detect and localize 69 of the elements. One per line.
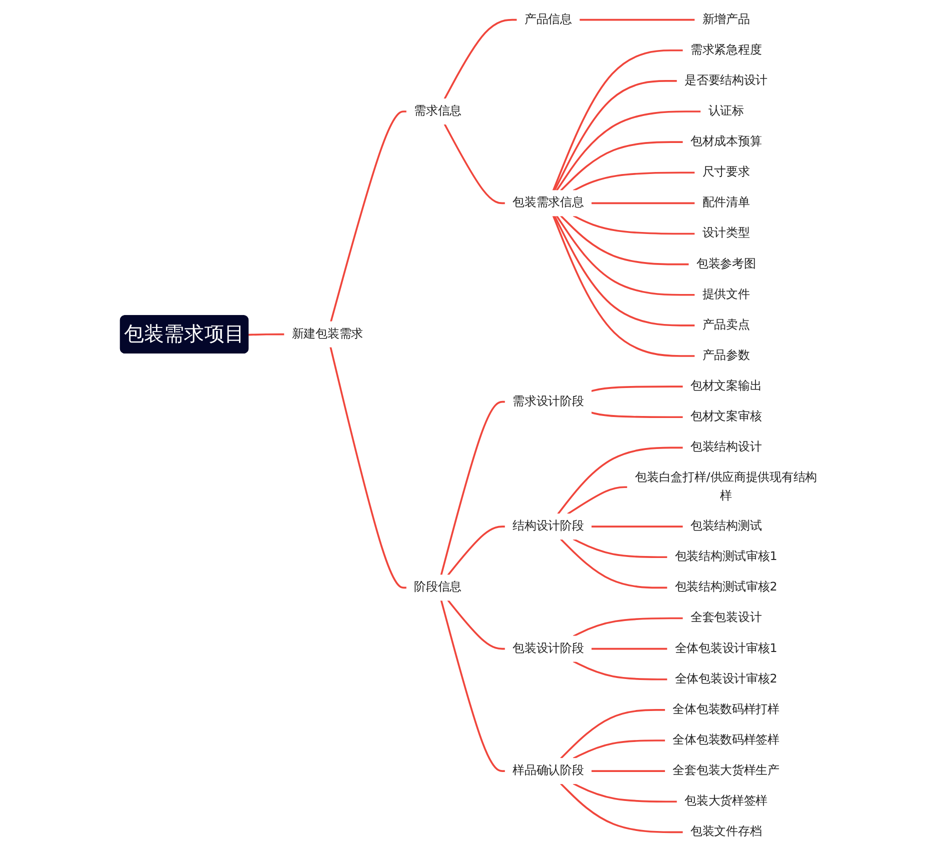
connector [572,172,696,192]
node-text: 包材成本预算 [690,135,762,149]
connector [248,333,285,336]
connector [572,214,696,235]
connector [591,770,666,772]
node-text: 设计类型 [702,226,750,240]
connector [560,709,666,760]
connector [560,538,668,589]
connector [444,124,506,204]
node-text: 需求设计阶段 [512,394,584,408]
connector [444,18,518,100]
connector [330,346,407,589]
connector [556,215,696,296]
node-text: 是否要结构设计 [684,74,768,88]
node-text: 包装结构设计 [690,440,762,454]
connector [591,648,668,650]
connector [572,538,668,558]
connector [572,740,666,760]
connector [591,526,684,528]
node-text: 包装设计阶段 [512,642,584,656]
connector [579,18,696,21]
connector [552,215,696,357]
connector [447,600,506,650]
node-text: 认证标 [708,104,744,118]
connector [560,141,684,192]
node-text: 需求紧急程度 [690,43,762,58]
connector [556,110,701,192]
connector [560,782,684,834]
node-text: 包装白盒打样/供应商提供现有结构样 [635,471,818,503]
connector [567,486,628,515]
node-text: 配件清单 [702,196,750,210]
node-text: 包装结构测试审核2 [674,580,778,594]
node-text: 全套包装设计 [690,611,762,625]
connector [557,446,684,515]
node-text: 新建包装需求 [292,327,364,341]
connector [552,49,684,191]
node-text: 包装结构测试审核1 [674,550,778,564]
connector [591,202,696,204]
node-text: 提供文件 [702,288,750,302]
connector [572,660,668,680]
connector [560,215,690,266]
connector [440,400,506,576]
node-text: 全体包装数码样签样 [672,733,780,748]
connector [447,526,506,576]
connector [554,215,696,326]
node-text: 全体包装设计审核1 [674,642,778,656]
node-text: 产品参数 [702,348,750,363]
node-text: 包装参考图 [696,257,756,271]
node-text: 产品信息 [524,12,572,26]
connector [330,110,407,322]
node-text: 包装结构测试 [690,520,762,534]
node-text: 包材文案审核 [690,410,762,424]
node-text: 产品卖点 [702,318,750,332]
connector [572,617,684,638]
connector [590,386,684,392]
node-text: 全体包装设计审核2 [674,672,778,686]
node-text: 全套包装大货样生产 [672,764,780,778]
node-text: 阶段信息 [414,580,462,594]
connector [554,80,678,192]
node-text: 包装大货样签样 [684,794,768,808]
node-text: 全体包装数码样打样 [672,702,780,717]
node-text: 尺寸要求 [702,166,750,180]
node-text: 需求信息 [414,104,462,118]
node-text: 包材文案输出 [690,379,762,394]
node-text: 新增产品 [702,12,750,26]
connector [590,412,684,418]
node-text: 包装文件存档 [690,825,762,839]
connector [440,600,506,772]
connector [572,782,678,803]
